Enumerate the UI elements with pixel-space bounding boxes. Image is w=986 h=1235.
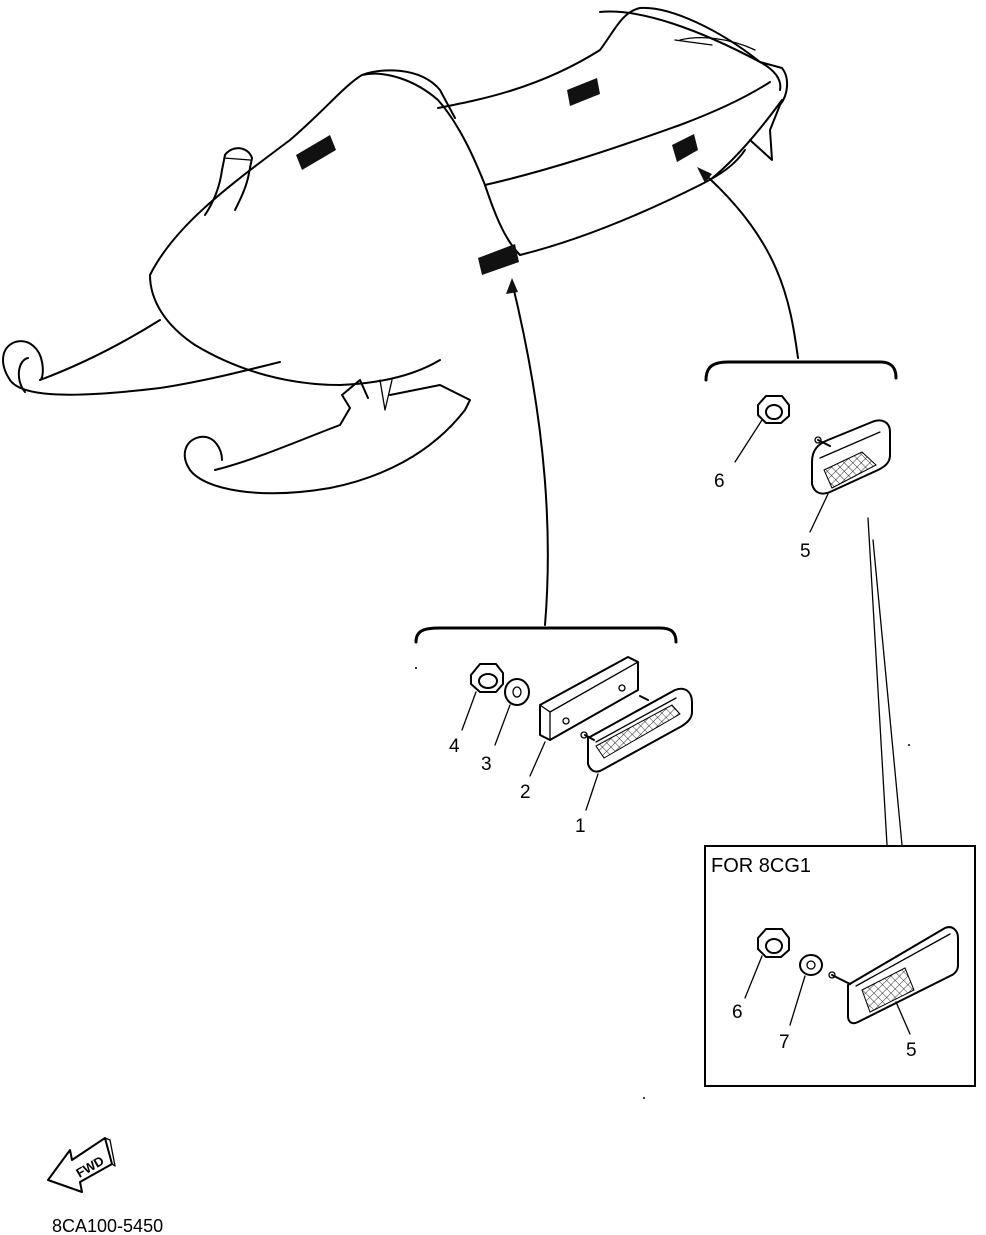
leader-arrows [506,167,903,846]
callout-6: 6 [732,1002,743,1023]
reflector-part [828,926,959,1025]
body-reflector-spots [296,78,698,275]
nut-part [757,395,790,424]
spacer-plate-part [539,656,639,741]
nut-part [470,663,504,693]
variant-box: FOR 8CG1 [704,845,976,1087]
diagram-code: 8CA100-5450 [52,1216,163,1235]
callout-7: 7 [779,1032,790,1053]
washer-part [504,678,530,706]
nut-part [757,928,790,958]
callout-labels-rear: 6 5 [714,471,811,562]
callout-4: 4 [449,736,460,757]
callout-6: 6 [714,471,725,492]
group-bracket [704,360,898,382]
callout-labels-main: 4 3 2 1 [449,736,586,837]
callout-1: 1 [575,816,586,837]
fwd-arrow-icon: FWD [47,1137,116,1193]
reflector-part [811,419,891,495]
callout-3: 3 [481,754,492,775]
snowmobile-body [2,6,788,495]
callout-5: 5 [906,1040,917,1061]
rear-part-group [704,360,898,533]
reflector-part [580,687,693,773]
callout-labels-box: 6 7 5 [732,1002,917,1061]
group-bracket [414,626,678,644]
callout-2: 2 [520,782,531,803]
variant-box-title: FOR 8CG1 [711,855,811,877]
washer-part [799,954,823,976]
main-part-group [414,626,693,811]
callout-5: 5 [800,541,811,562]
